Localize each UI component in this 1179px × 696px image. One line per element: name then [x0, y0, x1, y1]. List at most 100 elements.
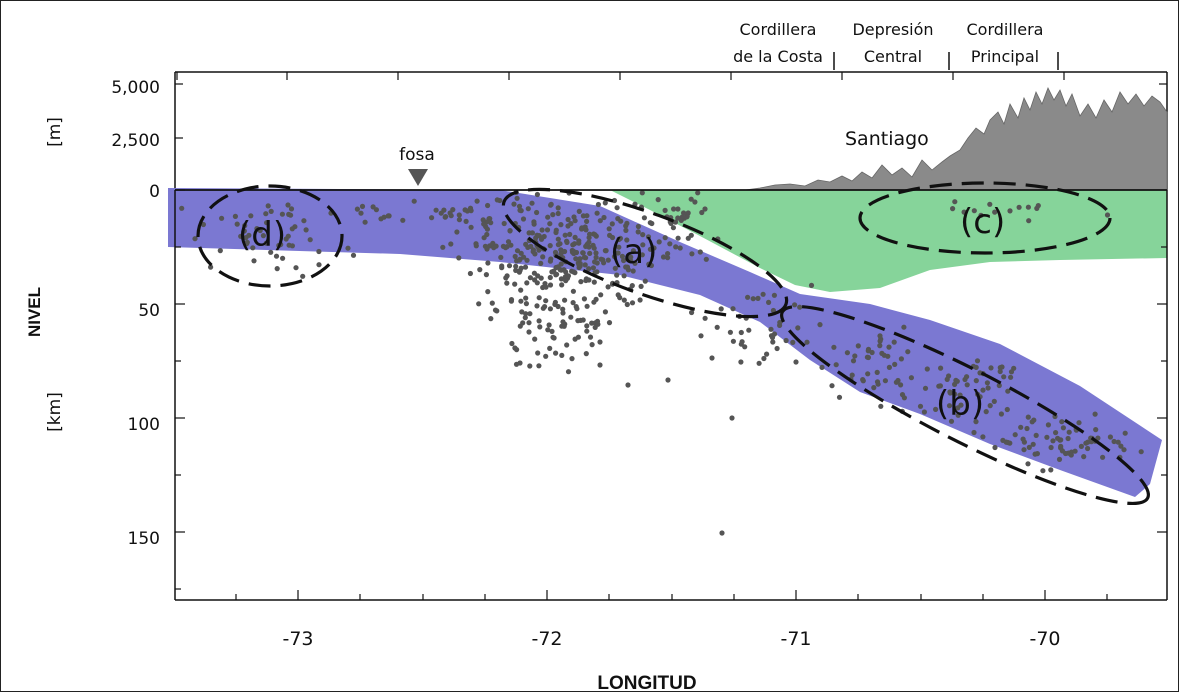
earthquake-dot	[555, 205, 561, 211]
earthquake-dot	[489, 300, 495, 306]
earthquake-dot	[534, 209, 540, 216]
earthquake-dot	[688, 196, 694, 202]
earthquake-dot	[454, 229, 460, 235]
earthquake-dot	[675, 206, 681, 212]
earthquake-dot	[232, 213, 238, 219]
earthquake-dot	[624, 237, 630, 243]
earthquake-dot	[703, 256, 709, 262]
earthquake-dot	[1118, 443, 1124, 449]
zone-label-b: (b)	[936, 384, 984, 424]
depth-section-panel: (d) (a) (c) (b)	[25, 181, 1168, 694]
earthquake-dot	[865, 354, 872, 361]
earthquake-dot	[971, 208, 977, 214]
earthquake-dot	[547, 243, 553, 249]
earthquake-dot	[675, 235, 681, 241]
earthquake-dot	[831, 344, 837, 350]
region-cordillera-costa-line2: de la Costa	[733, 47, 823, 66]
earthquake-dot	[987, 403, 993, 409]
earthquake-dot	[971, 429, 977, 436]
earthquake-dot	[632, 260, 638, 266]
earthquake-dot	[560, 306, 566, 312]
earthquake-dot	[570, 288, 577, 294]
earthquake-dot	[1085, 445, 1091, 452]
earthquake-dot	[756, 360, 762, 366]
earthquake-dot	[1053, 430, 1059, 436]
earthquake-dot	[1005, 388, 1011, 394]
earthquake-dot	[750, 296, 756, 302]
earthquake-dot	[260, 233, 266, 239]
earthquake-dot	[1048, 444, 1054, 451]
earthquake-dot	[519, 309, 525, 315]
earthquake-dot	[609, 221, 615, 227]
earthquake-dot	[316, 262, 322, 268]
earthquake-dot	[554, 271, 560, 277]
earthquake-dot	[570, 300, 576, 306]
earthquake-dot	[808, 282, 815, 288]
earthquake-dot	[238, 233, 244, 239]
earthquake-dot	[905, 349, 911, 355]
earthquake-dot	[886, 364, 893, 370]
earthquake-dot	[520, 216, 527, 222]
earthquake-dot	[549, 328, 555, 334]
earthquake-dot	[1066, 429, 1072, 435]
earthquake-dot	[1007, 208, 1013, 214]
earthquake-dot	[921, 409, 928, 415]
earthquake-dot	[265, 203, 271, 209]
earthquake-dot	[523, 241, 529, 247]
earthquake-dot	[278, 241, 284, 248]
earthquake-dot	[1031, 417, 1037, 423]
earthquake-dot	[611, 197, 618, 204]
earthquake-dot	[980, 387, 986, 393]
earthquake-dot	[268, 249, 274, 255]
earthquake-dot	[463, 218, 469, 224]
earthquake-dot	[640, 242, 646, 248]
earthquake-dot	[795, 325, 801, 331]
earthquake-dot	[829, 383, 835, 389]
earthquake-dot	[611, 254, 618, 260]
earthquake-dot	[591, 245, 597, 251]
earthquake-dot	[621, 273, 627, 279]
earthquake-dot	[607, 232, 613, 238]
subducting-slab-region	[168, 188, 1162, 497]
earthquake-dot	[1005, 439, 1011, 446]
earthquake-dot	[246, 232, 252, 238]
earthquake-dot	[514, 248, 521, 254]
earthquake-dot	[300, 273, 306, 279]
earthquake-dot	[656, 239, 662, 245]
earthquake-dot	[615, 250, 621, 256]
earthquake-dot	[1107, 434, 1113, 440]
earthquake-dot	[535, 350, 541, 356]
topo-y-unit: [m]	[45, 117, 65, 147]
earthquake-dot	[1056, 456, 1063, 462]
earthquake-dot	[529, 200, 535, 206]
earthquake-dot	[973, 419, 979, 425]
earthquake-dot	[518, 250, 524, 256]
earthquake-dot	[662, 235, 668, 241]
earthquake-dot	[594, 210, 600, 216]
earthquake-dot	[586, 266, 592, 272]
earthquake-dot	[570, 269, 577, 275]
earthquake-dot	[766, 299, 772, 305]
earthquake-dot	[527, 311, 533, 317]
earthquake-dot	[550, 334, 556, 340]
earthquake-dot	[522, 315, 528, 321]
earthquake-dot	[618, 218, 624, 224]
earthquake-dot	[885, 353, 891, 359]
earthquake-dot	[263, 211, 269, 217]
earthquake-dot	[998, 411, 1005, 417]
earthquake-dot	[944, 376, 950, 382]
earthquake-dot	[1035, 203, 1041, 209]
earthquake-dot	[978, 212, 984, 218]
earthquake-dot	[545, 214, 551, 220]
earthquake-dot	[512, 281, 518, 287]
earthquake-dot	[1004, 406, 1010, 413]
earthquake-dot	[522, 264, 529, 270]
earthquake-dot	[793, 359, 799, 365]
earthquake-dot	[542, 304, 548, 310]
earthquake-dot	[587, 334, 594, 340]
earthquake-dot	[1068, 452, 1074, 458]
earthquake-dot	[719, 530, 725, 536]
earthquake-dot	[500, 243, 506, 249]
earthquake-dot	[456, 212, 462, 218]
earthquake-dot	[947, 389, 953, 395]
